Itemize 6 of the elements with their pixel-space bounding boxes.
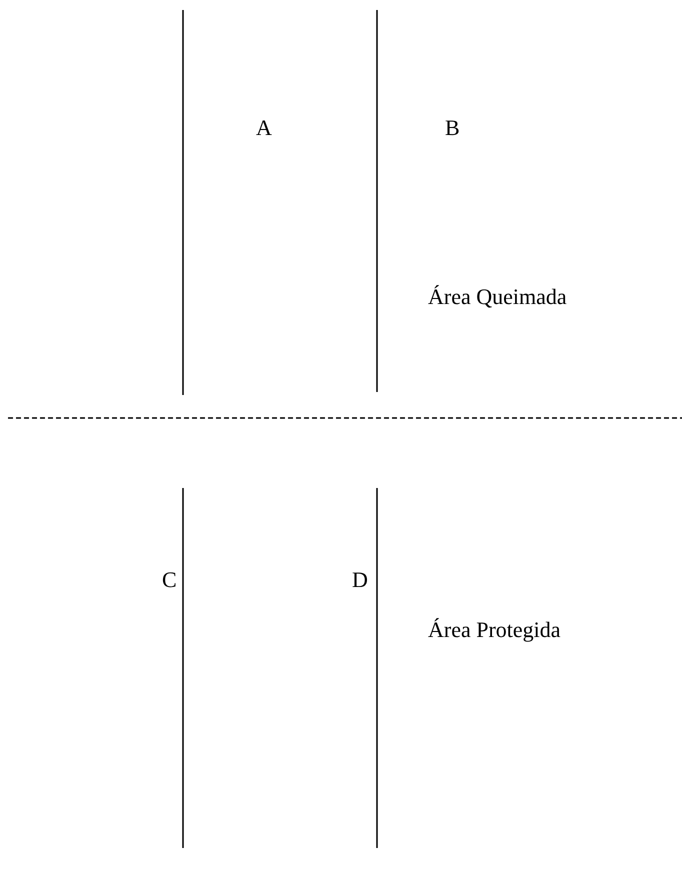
region-label: Área Protegida [428, 619, 561, 641]
region-label: Área Queimada [428, 286, 567, 308]
point-label: B [445, 117, 460, 139]
point-label: C [162, 569, 177, 591]
point-label: D [352, 569, 368, 591]
point-label: A [256, 117, 272, 139]
